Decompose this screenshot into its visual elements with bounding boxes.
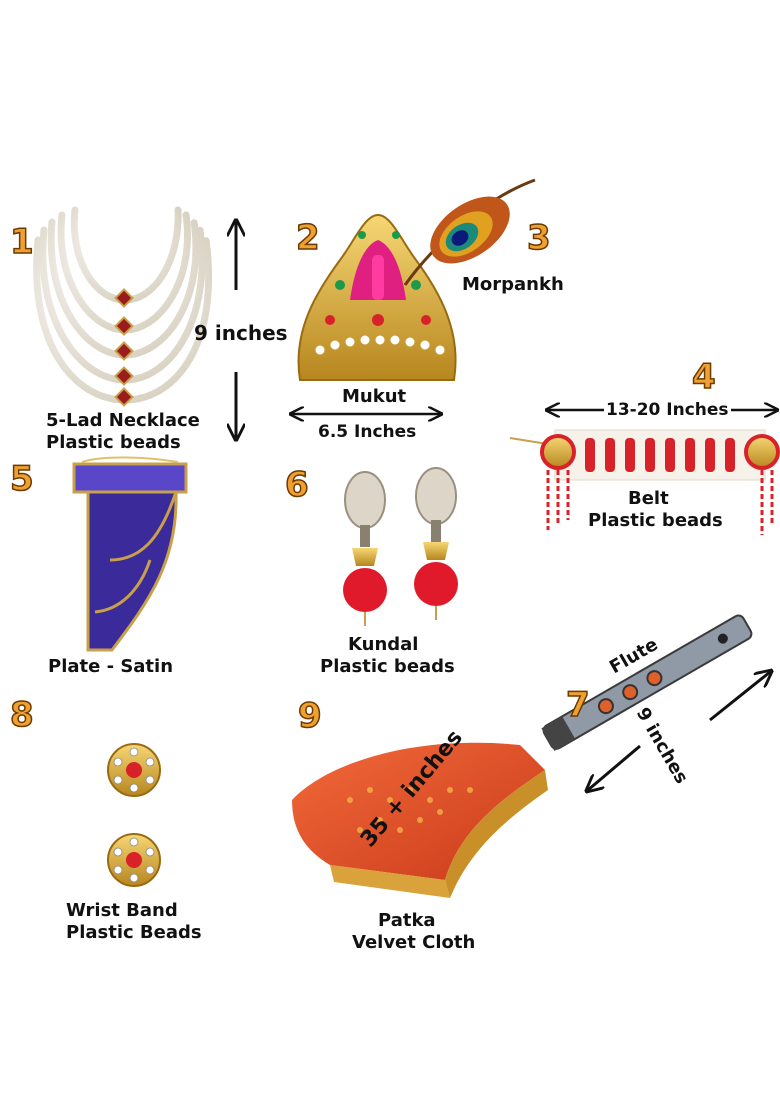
morpankh-image — [403, 178, 536, 286]
belt-dimension: 13-20 Inches — [604, 400, 731, 420]
flute-image — [541, 614, 753, 751]
item-number-3: 3 — [526, 217, 551, 259]
item-number-4: 4 — [691, 356, 716, 398]
mukut-dimension: 6.5 Inches — [318, 422, 417, 442]
wrist-band-label: Wrist Band Plastic Beads — [66, 900, 202, 943]
mukut-image — [297, 213, 457, 381]
flute-dimension-arrows — [588, 672, 770, 790]
item-number-9: 9 — [297, 695, 322, 737]
item-number-8: 8 — [9, 694, 34, 736]
patka-image — [292, 742, 548, 898]
kundal-label: Kundal Plastic beads — [320, 634, 455, 677]
kundal-image — [343, 467, 458, 626]
plate-label: Plate - Satin — [48, 656, 174, 677]
belt-label: Belt Plastic beads — [588, 488, 723, 531]
necklace-label: 5-Lad Necklace Plastic beads — [46, 410, 200, 453]
necklace-dimension: 9 inches — [194, 321, 288, 345]
necklace-image — [33, 206, 213, 407]
belt-image — [509, 429, 780, 535]
item-number-1: 1 — [9, 221, 34, 263]
plate-image — [72, 456, 188, 652]
item-number-6: 6 — [284, 464, 309, 506]
item-number-2: 2 — [295, 217, 320, 259]
morpankh-label: Morpankh — [462, 274, 564, 295]
mukut-label: Mukut — [342, 386, 407, 407]
item-number-7: 7 — [565, 684, 590, 726]
wrist-band-image — [1, 743, 267, 887]
patka-label: Patka Velvet Cloth — [352, 910, 476, 953]
item-number-5: 5 — [9, 458, 34, 500]
